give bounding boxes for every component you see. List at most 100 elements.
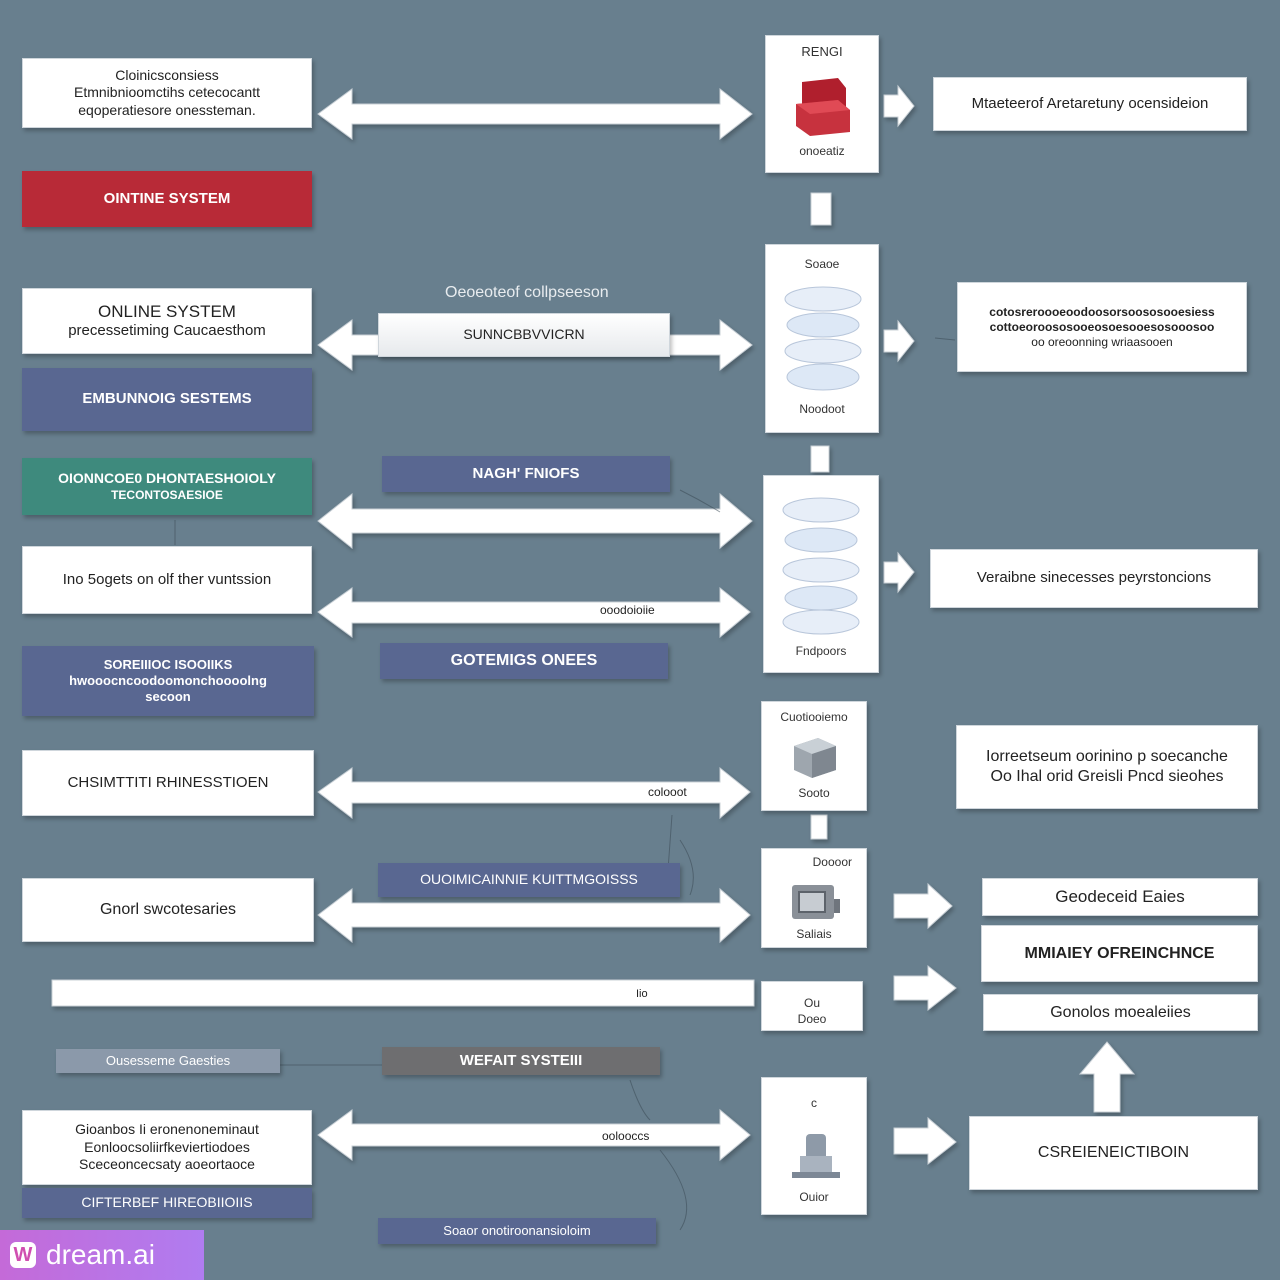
- node-sofa: RENGI onoeatiz: [765, 35, 879, 173]
- vertical-connector-2: [810, 445, 830, 473]
- node-cylinder: c Ouior: [761, 1077, 867, 1215]
- middle-tag-4: OUOIMICAINNIE KUITTMGOISSS: [378, 863, 680, 897]
- node-stack-2-bottom-label: Fndpoors: [795, 644, 847, 658]
- left-box-9-line-1: Gnorl swcotesaries: [99, 901, 237, 918]
- float-label-1: Oeoeoteof collpseeson: [445, 284, 609, 301]
- vertical-connector-3: [810, 814, 828, 840]
- left-box-7-line-3: secoon: [145, 689, 191, 705]
- left-box-9: Gnorl swcotesaries: [22, 878, 314, 942]
- double-arrow-1: [317, 87, 753, 141]
- left-box-5-line-2: TECONTOSAESIOE: [111, 487, 223, 502]
- left-box-3-line-1: ONLINE SYSTEM: [98, 302, 236, 321]
- node-printer-bottom-label: Saliais: [796, 927, 832, 941]
- left-box-2-line-1: OINTINE SYSTEM: [103, 189, 231, 207]
- right-box-7: Gonolos moealeiies: [983, 994, 1258, 1031]
- right-box-2-line-3: oo oreoonning wriaasooen: [1031, 334, 1173, 349]
- node-stack-1-top-label: Soaoe: [804, 257, 840, 271]
- left-box-7-line-1: SOREIIIOC ISOOIIKS: [103, 656, 233, 672]
- right-box-8: CSREIENEICTIBOIN: [969, 1116, 1258, 1190]
- left-box-3: ONLINE SYSTEM precessetiming Caucaesthom: [22, 288, 312, 354]
- middle-tag-3: GOTEMIGS ONEES: [380, 643, 668, 679]
- left-box-4-line-1: EMBUNNOIG SESTEMS: [82, 390, 252, 408]
- right-box-2-line-1: cotosreroooeoodoosorsoososooesiess: [989, 304, 1215, 319]
- node-cylinder-top-label: c: [811, 1096, 817, 1110]
- right-box-6: MMIAIEY OFREINCHNCE: [981, 925, 1258, 982]
- double-arrow-3: [317, 492, 753, 550]
- right-box-5-line-1: Geodeceid Eaies: [1055, 887, 1185, 907]
- right-box-1-line-1: Mtaeteerof Aretaretuny ocensideion: [971, 94, 1209, 112]
- left-box-12: CIFTERBEF HIREOBIIOIIS: [22, 1188, 312, 1218]
- left-box-12-line-1: CIFTERBEF HIREOBIIOIIS: [81, 1194, 253, 1211]
- right-box-1: Mtaeteerof Aretaretuny ocensideion: [933, 77, 1247, 131]
- right-box-4-line-1: Iorreetseum oorinino p soecanche: [986, 748, 1228, 765]
- up-arrow: [1078, 1041, 1136, 1113]
- left-box-3-line-2: precessetiming Caucaesthom: [68, 322, 266, 340]
- right-arrow-3: [883, 551, 915, 594]
- left-box-5-line-1: OIONNCOE0 DHONTAESHOIOLY: [58, 470, 276, 487]
- double-arrow-5: [317, 766, 751, 820]
- right-arrow-2: [883, 319, 915, 363]
- node-small: Ou Doeo: [761, 981, 863, 1031]
- left-box-5: OIONNCOE0 DHONTAESHOIOLY TECONTOSAESIOE: [22, 458, 312, 515]
- left-box-2: OINTINE SYSTEM: [22, 171, 312, 227]
- middle-tag-6-text: Soaor onotiroonansioloim: [443, 1222, 591, 1238]
- long-bar: [51, 979, 755, 1007]
- right-box-4-line-2: Oo Ihal orid Greisli Pncd sieohes: [990, 768, 1224, 785]
- right-box-3: Veraibne sinecesses peyrstoncions: [930, 549, 1258, 608]
- node-stack-1: Soaoe Noodoot: [765, 244, 879, 433]
- node-small-bottom-label: Doeo: [797, 1012, 827, 1026]
- left-box-1-line-1: Cloinicsconsiess: [115, 66, 219, 83]
- right-box-6-line-1: MMIAIEY OFREINCHNCE: [1024, 944, 1215, 962]
- armchair-icon: [796, 78, 850, 136]
- right-box-7-line-1: Gonolos moealeiies: [1050, 1003, 1191, 1021]
- node-stack-2: Fndpoors: [763, 475, 879, 673]
- float-label-4: Iio: [636, 988, 648, 1000]
- stacked-discs-icon: [782, 497, 860, 635]
- left-box-11-line-3: Sceceoncecsaty aoeortaoce: [79, 1156, 255, 1173]
- node-cube-top-label: Cuotiooiemo: [780, 710, 848, 724]
- right-arrow-4: [893, 882, 953, 930]
- double-arrow-6: [317, 887, 751, 944]
- left-box-8: CHSIMTTITI RHINESSTIOEN: [22, 750, 314, 816]
- left-box-4: EMBUNNOIG SESTEMS: [22, 368, 312, 431]
- dream-ai-logo-icon: W: [10, 1242, 36, 1268]
- node-sofa-top-label: RENGI: [801, 44, 843, 59]
- node-cube: Cuotiooiemo Sooto: [761, 701, 867, 811]
- node-cube-bottom-label: Sooto: [798, 786, 830, 800]
- node-small-top-label: Ou: [803, 996, 820, 1010]
- node-cylinder-bottom-label: Ouior: [799, 1190, 829, 1204]
- right-arrow-1: [883, 84, 915, 128]
- right-box-5: Geodeceid Eaies: [982, 878, 1258, 916]
- right-box-2-line-2: cottoeoroososooeosoesooesosooosoo: [989, 319, 1215, 334]
- float-label-2: ooodoioiie: [600, 603, 655, 617]
- middle-tag-1: SUNNCBBVVICRN: [378, 313, 670, 357]
- vertical-connector-1: [810, 192, 832, 226]
- right-box-3-line-1: Veraibne sinecesses peyrstoncions: [976, 569, 1212, 587]
- left-box-11: Gioanbos Ii eronenoneminaut Eonloocsolii…: [22, 1110, 312, 1185]
- dream-ai-watermark: W dream.ai: [0, 1230, 204, 1280]
- left-box-1-line-2: Etmnibnioomctihs cetecocantt: [74, 84, 260, 101]
- middle-tag-5-text: WEFAIT SYSTEIII: [459, 1051, 583, 1069]
- dream-ai-watermark-text: dream.ai: [46, 1239, 155, 1270]
- left-box-7: SOREIIIOC ISOOIIKS hwooocncoodoomonchooo…: [22, 646, 314, 716]
- left-box-6: Ino 5ogets on olf ther vuntssion: [22, 546, 312, 614]
- left-box-8-line-1: CHSIMTTITI RHINESSTIOEN: [67, 773, 269, 791]
- left-box-10: Ousesseme Gaesties: [56, 1049, 280, 1073]
- right-arrow-6: [893, 1116, 957, 1166]
- cylinder-device-icon: [792, 1134, 840, 1178]
- cube-icon: [794, 738, 836, 778]
- node-stack-1-bottom-label: Noodoot: [799, 402, 845, 416]
- left-box-10-line-1: Ousesseme Gaesties: [105, 1052, 231, 1068]
- middle-tag-4-text: OUOIMICAINNIE KUITTMGOISSS: [420, 871, 638, 888]
- float-label-5: oolooccs: [602, 1129, 650, 1143]
- left-box-6-line-1: Ino 5ogets on olf ther vuntssion: [62, 570, 272, 588]
- printer-icon: [792, 885, 840, 919]
- middle-tag-1-text: SUNNCBBVVICRN: [463, 326, 585, 343]
- left-box-11-line-1: Gioanbos Ii eronenoneminaut: [75, 1121, 259, 1138]
- right-box-8-line-1: CSREIENEICTIBOIN: [1037, 1144, 1190, 1161]
- float-label-3: colooot: [648, 785, 687, 799]
- double-arrow-7: [317, 1108, 751, 1162]
- middle-tag-3-text: GOTEMIGS ONEES: [450, 652, 598, 669]
- right-box-4: Iorreetseum oorinino p soecanche Oo Ihal…: [956, 725, 1258, 809]
